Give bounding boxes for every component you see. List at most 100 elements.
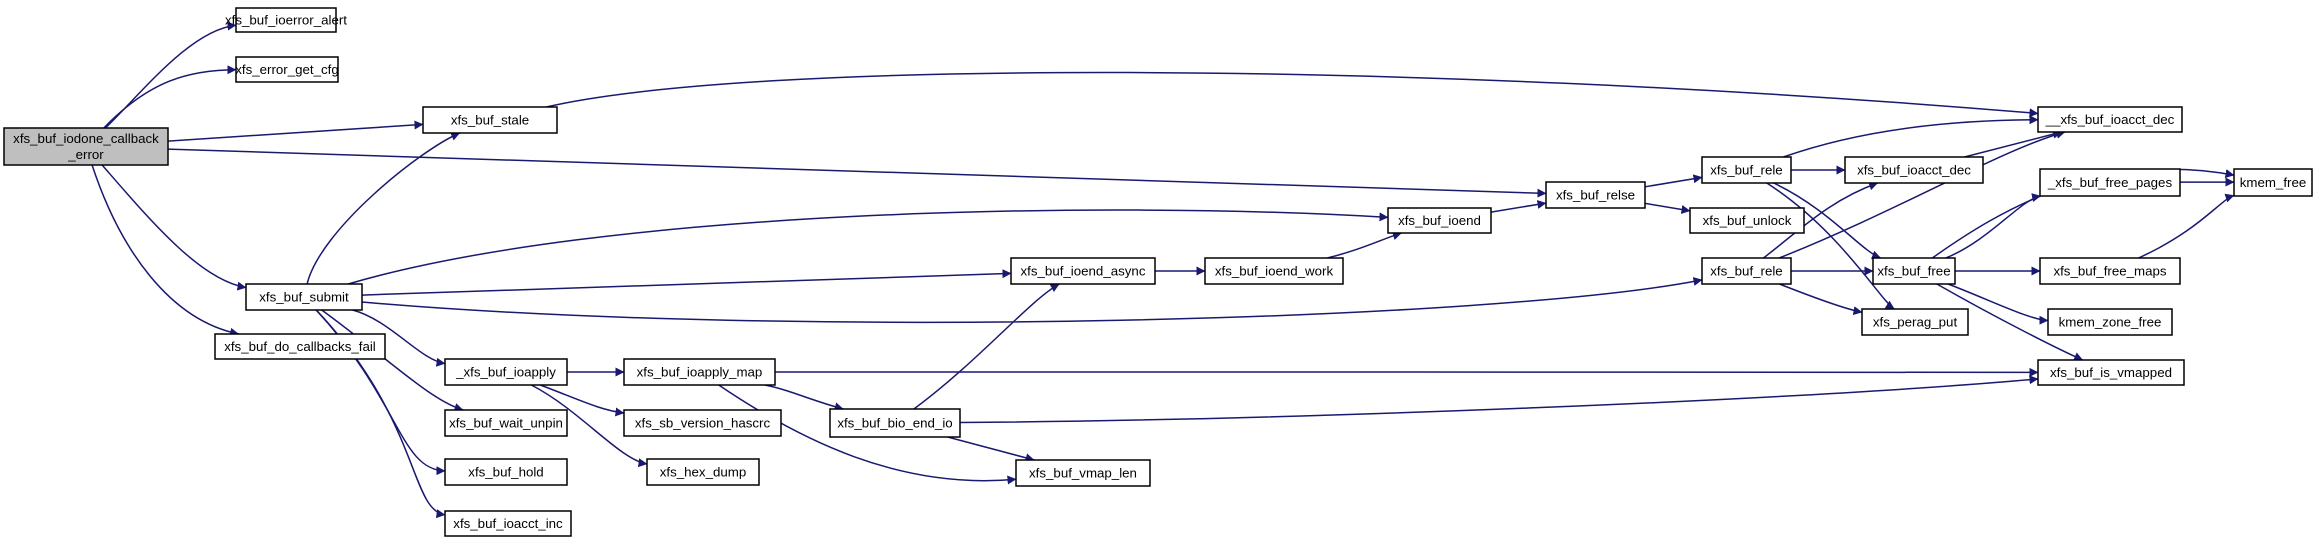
node-box[interactable] [2233, 168, 2313, 197]
node-box[interactable] [2039, 257, 2181, 285]
node-box[interactable] [1701, 156, 1792, 184]
edge-relse-to-rele_a [1644, 174, 1703, 188]
node-ioend[interactable]: xfs_buf_ioend [1387, 207, 1492, 234]
node-hold[interactable]: xfs_buf_hold [444, 458, 568, 486]
edge-_ioapply-to-hex_dump [530, 384, 648, 468]
node-relse[interactable]: xfs_buf_relse [1545, 181, 1646, 209]
node-ioend_work[interactable]: xfs_buf_ioend_work [1204, 257, 1344, 285]
node-root[interactable]: xfs_buf_iodone_callback_error [3, 127, 169, 166]
node-wait_unpin[interactable]: xfs_buf_wait_unpin [444, 409, 568, 437]
node-label: xfs_buf_free_maps [2053, 264, 2166, 279]
node-rele_b[interactable]: xfs_buf_rele [1701, 257, 1792, 285]
edge-submit-to-wait_unpin [321, 309, 464, 412]
node-box[interactable] [1844, 156, 1984, 184]
node-kmem_free[interactable]: kmem_free [2233, 168, 2313, 197]
node-box[interactable] [235, 56, 339, 83]
node-do_callbacks_fail[interactable]: xfs_buf_do_callbacks_fail [214, 333, 386, 360]
edge-rele_b-to-perag_put [1779, 283, 1863, 316]
node-kmem_zone_free[interactable]: kmem_zone_free [2047, 308, 2173, 336]
node-box[interactable] [1872, 257, 1956, 285]
node-is_vmapped[interactable]: xfs_buf_is_vmapped [2037, 359, 2185, 386]
edge-ioend-to-relse [1490, 200, 1547, 213]
edge-submit-to-ioend_async [361, 269, 1012, 296]
edge-free_maps-to-kmem_free [2138, 193, 2235, 259]
node-__ioacct_dec[interactable]: __xfs_buf_ioacct_dec [2037, 106, 2183, 133]
node-box[interactable] [623, 409, 782, 437]
node-unlock[interactable]: xfs_buf_unlock [1689, 207, 1805, 234]
node-box[interactable] [1387, 207, 1492, 234]
node-box[interactable] [2047, 308, 2173, 336]
node-sb_version_hascrc[interactable]: xfs_sb_version_hascrc [623, 409, 782, 437]
node-label: xfs_buf_hold [468, 465, 543, 480]
edge-bio_end_io-to-is_vmapped [959, 375, 2039, 424]
node-perag_put[interactable]: xfs_perag_put [1861, 308, 1969, 336]
edge-root-to-do_callbacks_fail [91, 164, 240, 337]
node-label: xfs_buf_ioapply_map [637, 365, 763, 380]
node-box[interactable] [3, 127, 169, 166]
node-label: xfs_buf_ioacct_inc [453, 516, 563, 531]
edge-free-to-_free_pages [1945, 193, 2042, 259]
edge-submit-to-_ioapply [352, 309, 446, 367]
node-box[interactable] [1701, 257, 1792, 285]
node-box[interactable] [2037, 106, 2183, 133]
node-ioacct_dec[interactable]: xfs_buf_ioacct_dec [1844, 156, 1984, 184]
node-label: xfs_buf_wait_unpin [449, 416, 563, 431]
node-_free_pages[interactable]: _xfs_buf_free_pages [2039, 168, 2181, 197]
node-label: xfs_sb_version_hascrc [635, 416, 771, 431]
node-free[interactable]: xfs_buf_free [1872, 257, 1956, 285]
edge-_ioapply-to-sb_version_hascrc [540, 384, 625, 417]
node-ioend_async[interactable]: xfs_buf_ioend_async [1010, 257, 1156, 285]
node-vmap_len[interactable]: xfs_buf_vmap_len [1015, 459, 1151, 487]
edge-bio_end_io-to-vmap_len [947, 436, 1035, 463]
node-box[interactable] [245, 283, 363, 311]
node-box[interactable] [829, 408, 961, 438]
node-error_get_cfg[interactable]: xfs_error_get_cfg [235, 56, 339, 83]
node-box[interactable] [1204, 257, 1344, 285]
node-label: xfs_error_get_cfg [235, 62, 338, 77]
node-label: xfs_buf_free [1877, 264, 1950, 279]
node-box[interactable] [646, 458, 760, 486]
node-box[interactable] [1545, 181, 1646, 209]
edge-rele_b-to-__ioacct_dec [1778, 129, 2066, 259]
node-box[interactable] [2037, 359, 2185, 386]
node-label: xfs_buf_submit [259, 290, 349, 305]
node-submit[interactable]: xfs_buf_submit [245, 283, 363, 311]
node-box[interactable] [444, 510, 572, 537]
node-free_maps[interactable]: xfs_buf_free_maps [2039, 257, 2181, 285]
node-box[interactable] [623, 358, 776, 386]
node-label: xfs_buf_rele [1710, 163, 1782, 178]
node-bio_end_io[interactable]: xfs_buf_bio_end_io [829, 408, 961, 438]
edge-root-to-error_get_cfg [103, 65, 237, 129]
node-box[interactable] [444, 458, 568, 486]
node-label: _error [67, 147, 104, 162]
node-box[interactable] [1861, 308, 1969, 336]
node-label: xfs_buf_is_vmapped [2050, 365, 2172, 380]
node-box[interactable] [1010, 257, 1156, 285]
node-hex_dump[interactable]: xfs_hex_dump [646, 458, 760, 486]
edge-root-to-stale [167, 120, 424, 142]
node-box[interactable] [444, 358, 568, 386]
node-ioerror_alert[interactable]: xfs_buf_ioerror_alert [225, 7, 347, 33]
node-box[interactable] [214, 333, 386, 360]
edge-submit-to-ioend [348, 209, 1389, 285]
node-box[interactable] [1015, 459, 1151, 487]
edge-free-to-is_vmapped [1936, 283, 2084, 361]
node-label: _xfs_buf_free_pages [2047, 175, 2173, 190]
node-rele_a[interactable]: xfs_buf_rele [1701, 156, 1792, 184]
node-ioacct_inc[interactable]: xfs_buf_ioacct_inc [444, 510, 572, 537]
node-stale[interactable]: xfs_buf_stale [422, 106, 558, 134]
node-box[interactable] [1689, 207, 1805, 234]
edge-free-to-kmem_zone_free [1947, 283, 2049, 325]
edges-layer [91, 21, 2235, 519]
node-label: xfs_buf_bio_end_io [837, 416, 952, 431]
node-ioapply_map[interactable]: xfs_buf_ioapply_map [623, 358, 776, 386]
node-box[interactable] [235, 7, 337, 33]
node-label: xfs_perag_put [1873, 315, 1958, 330]
node-box[interactable] [444, 409, 568, 437]
edge-rele_a-to-__ioacct_dec [1783, 115, 2039, 158]
node-box[interactable] [2039, 168, 2181, 197]
node-label: xfs_buf_ioend [1398, 213, 1481, 228]
node-_ioapply[interactable]: _xfs_buf_ioapply [444, 358, 568, 386]
node-label: _xfs_buf_ioapply [455, 365, 556, 380]
node-box[interactable] [422, 106, 558, 134]
